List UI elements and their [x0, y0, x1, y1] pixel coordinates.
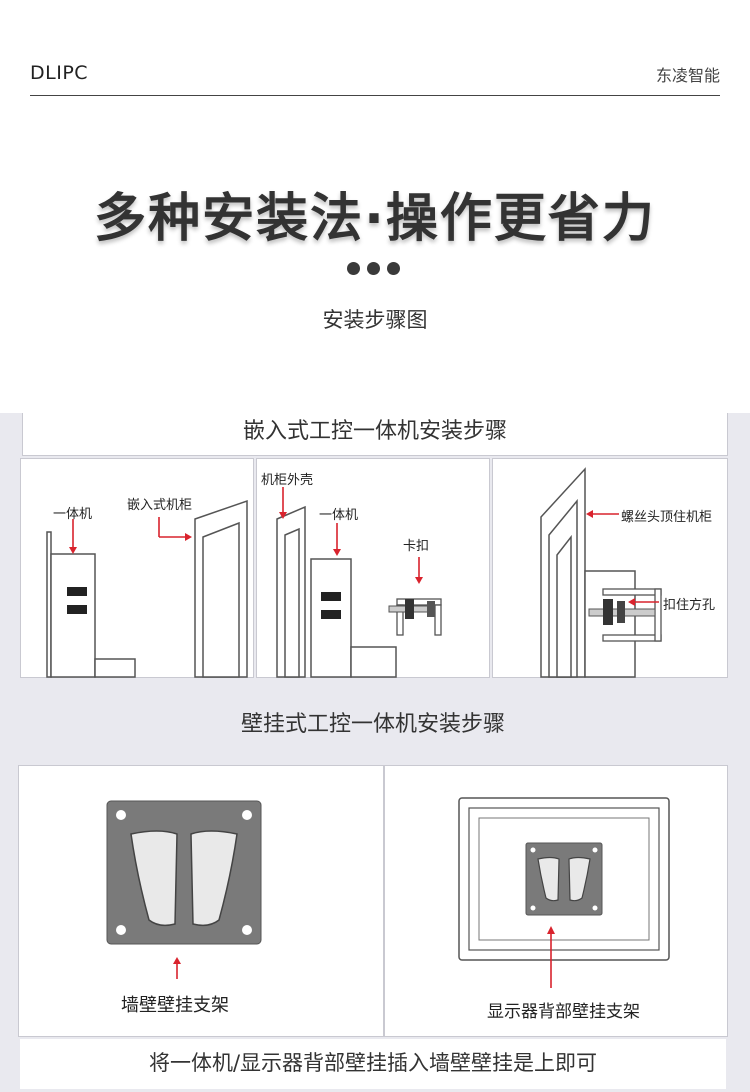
embedded-step-3-drawing — [540, 467, 662, 678]
wall-bracket-label: 墙壁壁挂支架 — [121, 995, 229, 1016]
wall-footer-instruction: 将一体机/显示器背部壁挂插入墙壁壁挂是上即可 — [20, 1039, 726, 1089]
monitor-bracket-drawing — [458, 797, 670, 988]
company-name: 东凌智能 — [655, 66, 720, 85]
wall-bracket-drawing — [106, 800, 262, 979]
embedded-step-3: 螺丝头顶住机柜 扣住方孔 — [492, 458, 728, 678]
wall-step-1: 墙壁壁挂支架 — [18, 765, 384, 1037]
wall-step-2: 显示器背部壁挂支架 — [384, 765, 728, 1037]
clip-label: 卡扣 — [403, 539, 430, 554]
install-diagram-area: 嵌入式工控一体机安装步骤 一体机 嵌入式机柜 — [0, 413, 750, 1092]
page-header: DLIPC 东凌智能 — [30, 58, 720, 96]
hole-label: 扣住方孔 — [663, 598, 716, 613]
dot — [367, 262, 380, 275]
wall-section-title: 壁挂式工控一体机安装步骤 — [240, 712, 505, 737]
unit-label: 一体机 — [53, 507, 93, 522]
shell-label: 机柜外壳 — [261, 473, 314, 488]
hero-title: 多种安装法·操作更省力 — [94, 189, 656, 249]
dot — [347, 262, 360, 275]
dot — [387, 262, 400, 275]
embedded-step-2-drawing — [276, 487, 442, 678]
monitor-bracket-label: 显示器背部壁挂支架 — [487, 1002, 640, 1022]
cabinet-label: 嵌入式机柜 — [127, 498, 193, 513]
embedded-step-2: 机柜外壳 一体机 卡扣 — [256, 458, 490, 678]
embedded-step-1-drawing — [46, 499, 248, 678]
brand-name: DLIPC — [30, 62, 89, 84]
screw-label: 螺丝头顶住机柜 — [621, 510, 713, 525]
unit-label: 一体机 — [319, 508, 359, 523]
decorative-dots — [347, 262, 403, 276]
embedded-section-title: 嵌入式工控一体机安装步骤 — [22, 413, 728, 456]
embedded-step-1: 一体机 嵌入式机柜 — [20, 458, 254, 678]
hero-subtitle: 安装步骤图 — [322, 308, 428, 332]
